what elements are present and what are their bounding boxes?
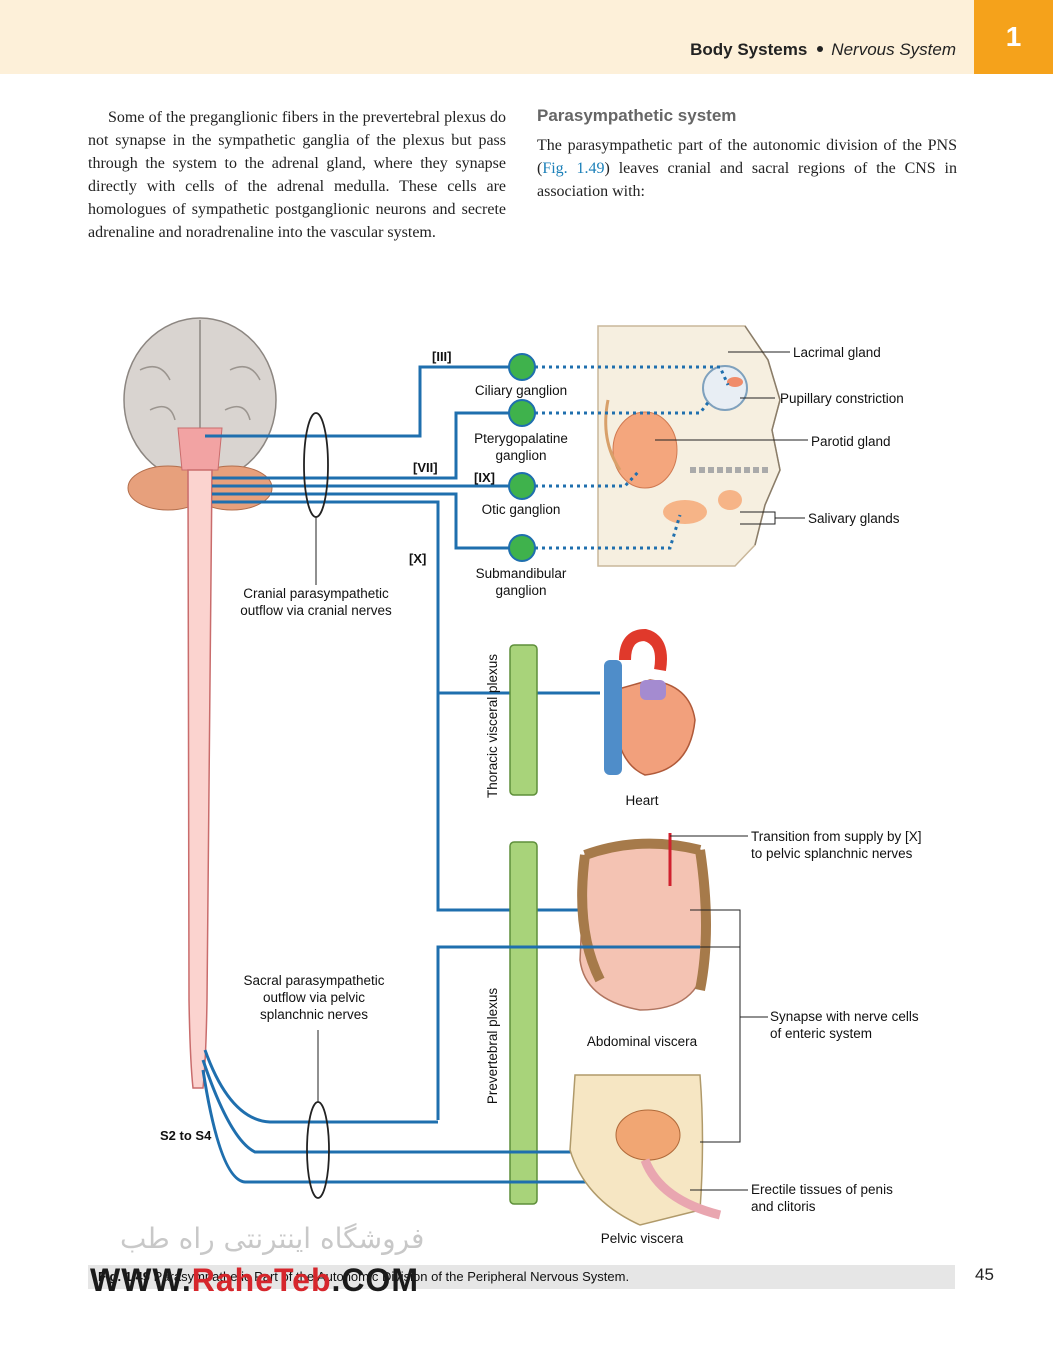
postganglionic-lines	[535, 365, 730, 550]
cranial-outflow-label-1: Cranial parasympathetic	[243, 586, 389, 601]
pelvic-viscera-label: Pelvic viscera	[601, 1231, 684, 1246]
right-paragraph: The parasympathetic part of the autonomi…	[537, 134, 957, 203]
thoracic-plexus-label: Thoracic visceral plexus	[485, 654, 500, 798]
nerve-X-label: [X]	[409, 551, 426, 566]
page-number: 45	[975, 1265, 994, 1284]
section-heading: Parasympathetic system	[537, 106, 737, 125]
nerve-IX-label: [IX]	[474, 470, 495, 485]
watermark-url: WWW.RaheTeb.COM	[90, 1262, 419, 1299]
running-head: Body Systems Nervous System	[690, 40, 956, 60]
chapter-tab: 1	[974, 0, 1053, 74]
spinal-cord	[187, 469, 213, 1089]
transition-label-1: Transition from supply by [X]	[751, 829, 922, 844]
lacrimal-gland-label: Lacrimal gland	[793, 345, 881, 360]
pterygopalatine-label-2: ganglion	[495, 448, 546, 463]
bullet-icon	[817, 46, 824, 53]
sacral-outflow-ring	[306, 1101, 330, 1199]
ganglia	[508, 353, 536, 562]
otic-ganglion-node	[508, 472, 536, 500]
pupillary-constriction-label: Pupillary constriction	[780, 391, 904, 406]
watermark-url-brand: RaheTeb	[191, 1262, 332, 1298]
sacral-outflow-label-3: splanchnic nerves	[260, 1007, 368, 1022]
erectile-label-2: and clitoris	[751, 1199, 816, 1214]
pterygopalatine-label-1: Pterygopalatine	[474, 431, 568, 446]
abdominal-illustration	[577, 833, 711, 1011]
prevertebral-plexus-bar	[509, 841, 538, 1205]
figure-reference-link[interactable]: Fig. 1.49	[542, 160, 605, 177]
thoracic-plexus-bar	[509, 644, 538, 796]
watermark-url-pre: WWW.	[90, 1262, 192, 1298]
submandibular-label-1: Submandibular	[476, 566, 567, 581]
pelvic-illustration	[569, 1074, 722, 1226]
watermark-url-post: .COM	[331, 1262, 420, 1298]
para-text-2: ) leaves cranial and sacral regions of t…	[537, 160, 958, 200]
running-head-subsection: Nervous System	[831, 40, 956, 59]
head-illustration	[597, 325, 781, 567]
s2-s4-label: S2 to S4	[160, 1128, 212, 1143]
synapse-label-2: of enteric system	[770, 1026, 872, 1041]
nerve-III-label: [III]	[432, 349, 452, 364]
heart-label: Heart	[625, 793, 658, 808]
caption-fig-number: Fig. 1.49	[98, 1269, 151, 1284]
salivary-glands-label: Salivary glands	[808, 511, 900, 526]
parotid-gland-label: Parotid gland	[811, 434, 891, 449]
ciliary-ganglion-label: Ciliary ganglion	[475, 383, 567, 398]
erectile-label-1: Erectile tissues of penis	[751, 1182, 893, 1197]
submandibular-label-2: ganglion	[495, 583, 546, 598]
sacral-outflow-label-2: outflow via pelvic	[263, 990, 365, 1005]
heart-illustration	[604, 628, 696, 776]
leader-lines	[655, 351, 808, 1191]
cranial-outflow-label-2: outflow via cranial nerves	[240, 603, 392, 618]
page-header: Body Systems Nervous System 1	[0, 0, 1053, 74]
left-paragraph: Some of the preganglionic fibers in the …	[88, 109, 506, 241]
ciliary-ganglion-node	[508, 353, 536, 381]
caption-text: Parasympathetic Part of the Autonomic Di…	[150, 1269, 630, 1284]
para-text-1: The parasympathetic part of the autonomi…	[537, 137, 957, 177]
submandibular-ganglion-node	[508, 534, 536, 562]
figure-caption: Fig. 1.49 Parasympathetic Part of the Au…	[88, 1265, 955, 1289]
nerve-VII-label: [VII]	[413, 460, 438, 475]
sacral-outflow-label-1: Sacral parasympathetic	[243, 973, 384, 988]
otic-ganglion-label: Otic ganglion	[482, 502, 561, 517]
right-column: Parasympathetic system The parasympathet…	[537, 106, 957, 203]
synapse-label-1: Synapse with nerve cells	[770, 1009, 919, 1024]
running-head-section: Body Systems	[690, 40, 808, 59]
transition-label-2: to pelvic splanchnic nerves	[751, 846, 913, 861]
prevertebral-plexus-label: Prevertebral plexus	[485, 988, 500, 1105]
pelvic-nerve-lines	[201, 945, 700, 1184]
watermark-persian: فروشگاه اینترنتی راه طب	[120, 1222, 425, 1255]
abdominal-viscera-label: Abdominal viscera	[587, 1034, 698, 1049]
pterygopalatine-ganglion-node	[508, 399, 536, 427]
